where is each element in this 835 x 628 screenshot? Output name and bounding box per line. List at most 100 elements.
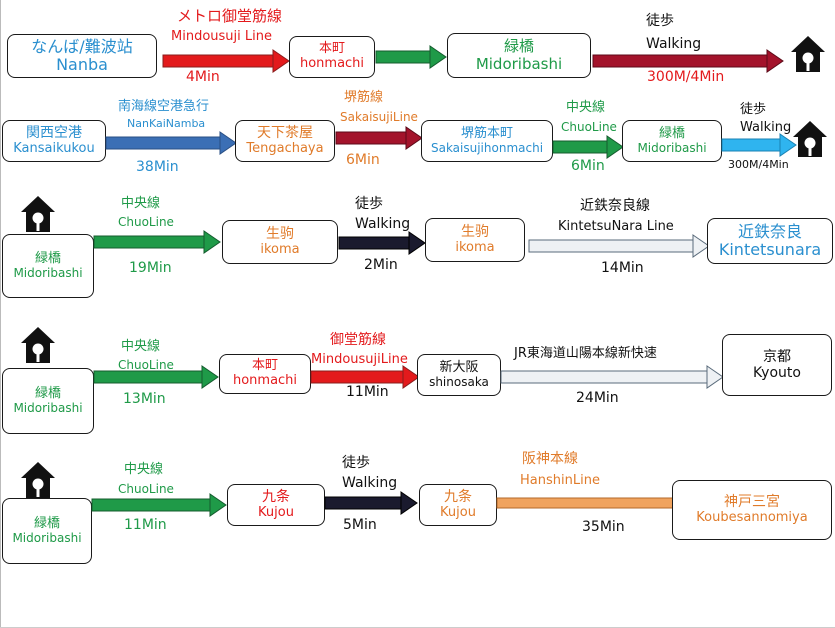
line-label-jp: 中央線 xyxy=(121,196,161,211)
arrow-walking-dark xyxy=(324,491,418,515)
station-name-jp: なんば/難波站 xyxy=(31,36,133,56)
arrow-metro-red xyxy=(162,49,290,73)
station-name-jp: 九条 xyxy=(262,489,290,506)
home-icon xyxy=(791,36,825,72)
station-name-en: Koubesannomiya xyxy=(696,509,808,525)
station-box-kansaikukou: 関西空港 Kansaikukou xyxy=(2,120,106,162)
station-name-en: Midoribashi xyxy=(475,54,563,73)
station-name-en: Nanba xyxy=(56,55,108,74)
walk-label-jp: 徒歩 xyxy=(740,102,767,117)
home-icon xyxy=(21,196,55,232)
station-name-jp: 緑橋 xyxy=(34,385,61,401)
station-box-honmachi: 本町 honmachi xyxy=(289,36,375,78)
arrow-chuo-green xyxy=(91,493,227,517)
home-icon xyxy=(21,327,55,363)
station-name-jp: 京都 xyxy=(763,348,791,365)
line-label-jp: 中央線 xyxy=(566,100,606,115)
line-label-en: SakaisujiLine xyxy=(340,110,418,124)
station-name-en: Midoribashi xyxy=(13,265,83,280)
arrow-midousuji-red xyxy=(310,365,420,389)
travel-time: 24Min xyxy=(576,390,619,406)
station-box-midoribashi: 緑橋 Midoribashi xyxy=(2,498,92,564)
walk-label-jp: 徒歩 xyxy=(342,455,370,471)
walk-label-en: Walking xyxy=(646,36,702,52)
line-label-en: MindousujiLine xyxy=(311,352,408,367)
station-name-jp: 天下茶屋 xyxy=(257,125,313,142)
travel-time: 11Min xyxy=(124,517,167,533)
station-name-en: Kujou xyxy=(258,504,294,520)
station-name-en: Midoribashi xyxy=(13,400,83,415)
station-name-jp: 近鉄奈良 xyxy=(737,221,802,241)
station-box-honmachi: 本町 honmachi xyxy=(219,354,311,394)
station-name-jp: 九条 xyxy=(444,489,472,506)
page-border-left xyxy=(0,0,1,628)
line-label-jp: 中央線 xyxy=(124,462,164,477)
arrow-walk-blue xyxy=(721,133,797,157)
station-name-jp: 堺筋本町 xyxy=(460,125,513,141)
station-box-sakaisujihonmachi: 堺筋本町 Sakaisujihonmachi xyxy=(421,120,553,162)
travel-time: 13Min xyxy=(123,391,166,407)
station-box-tengachaya: 天下茶屋 Tengachaya xyxy=(235,120,335,162)
station-box-kujou: 九条 Kujou xyxy=(419,484,497,526)
line-label-en: ChuoLine xyxy=(118,215,174,229)
station-box-midoribashi: 緑橋 Midoribashi xyxy=(447,33,591,78)
station-name-jp: 関西空港 xyxy=(26,125,82,142)
station-name-jp: 緑橋 xyxy=(34,250,61,266)
station-name-jp: 本町 xyxy=(251,358,278,374)
arrow-sakaisuji-red xyxy=(335,126,423,150)
station-name-jp: 緑橋 xyxy=(33,515,60,531)
line-label-jp: 南海線空港急行 xyxy=(118,99,210,114)
walk-label-jp: 徒歩 xyxy=(355,196,383,212)
arrow-chuo-green xyxy=(93,365,219,389)
station-box-midoribashi: 緑橋 Midoribashi xyxy=(622,120,722,162)
station-name-en: Kujou xyxy=(440,504,476,520)
line-label-en: HanshinLine xyxy=(520,473,600,488)
station-box-nanba: なんば/難波站 Nanba xyxy=(7,34,157,78)
line-hanshin-orange xyxy=(496,497,674,509)
station-name-jp: 緑橋 xyxy=(503,37,534,56)
line-label-en: NanKaiNamba xyxy=(127,117,206,130)
station-name-en: Kintetsunara xyxy=(718,240,822,259)
station-box-ikoma: 生驹 ikoma xyxy=(222,220,338,264)
arrow-green xyxy=(375,45,447,69)
arrow-nankai-blue xyxy=(105,131,237,155)
line-label-jp: JR東海道山陽本線新快速 xyxy=(514,346,657,361)
walk-label-jp: 徒歩 xyxy=(646,13,674,29)
station-name-en: honmachi xyxy=(299,56,365,71)
arrow-jr-grey xyxy=(500,365,724,389)
arrow-walk-red xyxy=(592,49,784,73)
station-box-shinosaka: 新大阪 shinosaka xyxy=(417,354,501,396)
travel-time: 4Min xyxy=(186,69,220,85)
station-name-jp: 緑橋 xyxy=(658,125,685,141)
walk-time: 300M/4Min xyxy=(647,69,725,85)
arrow-jr-grey xyxy=(528,234,710,258)
station-name-en: Midoribashi xyxy=(12,530,82,545)
station-name-en: Kansaikukou xyxy=(13,140,95,156)
station-name-en: ikoma xyxy=(260,241,300,257)
station-name-jp: 神戸三宮 xyxy=(724,494,780,511)
station-box-kintetsunara: 近鉄奈良 Kintetsunara xyxy=(707,218,833,264)
station-name-jp: 本町 xyxy=(318,41,345,57)
walk-time: 300M/4Min xyxy=(728,158,789,171)
station-box-koubesannomiya: 神戸三宮 Koubesannomiya xyxy=(672,480,832,540)
travel-time: 35Min xyxy=(582,519,625,535)
travel-time: 2Min xyxy=(364,257,398,273)
line-label-jp: 阪神本線 xyxy=(522,451,578,467)
station-name-en: Tengachaya xyxy=(246,140,324,156)
line-label-en: KintetsuNara Line xyxy=(558,219,674,234)
arrow-chuo-green xyxy=(552,135,624,159)
station-name-en: honmachi xyxy=(232,373,298,388)
arrow-chuo-green xyxy=(93,230,221,254)
station-name-jp: 新大阪 xyxy=(439,359,479,375)
travel-time: 38Min xyxy=(136,159,179,175)
station-box-kyouto: 京都 Kyouto xyxy=(722,334,832,396)
line-label-jp: メトロ御堂筋線 xyxy=(177,7,283,25)
station-name-jp: 生驹 xyxy=(266,226,294,243)
station-box-kujou: 九条 Kujou xyxy=(227,484,325,526)
travel-time: 19Min xyxy=(129,260,172,276)
travel-time: 14Min xyxy=(601,260,644,276)
home-icon xyxy=(21,462,55,498)
line-label-en: ChuoLine xyxy=(118,482,174,496)
line-label-en: ChuoLine xyxy=(118,358,174,372)
station-name-en: Kyouto xyxy=(753,365,801,381)
